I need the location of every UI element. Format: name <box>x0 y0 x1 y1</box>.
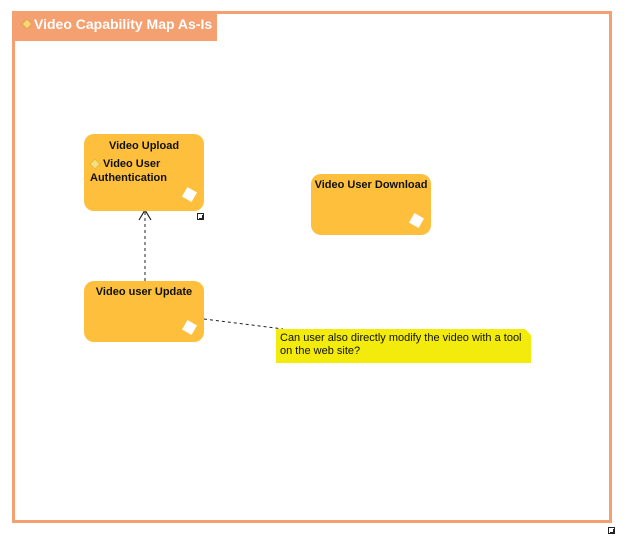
note-connector <box>203 318 284 330</box>
node-video-user-update[interactable]: Video user Update <box>84 281 204 342</box>
capability-icon <box>89 158 101 170</box>
node-title: Video User Download <box>314 179 428 191</box>
frame-title-tab[interactable] <box>12 11 217 41</box>
capability-diamond-icon <box>408 212 425 229</box>
node-subtitle: Video User Authentication <box>90 158 167 184</box>
resize-icon[interactable] <box>197 213 204 220</box>
resize-icon[interactable] <box>608 527 615 534</box>
capability-diamond-icon <box>181 319 198 336</box>
node-video-upload[interactable]: Video Upload Video User Authentication <box>84 134 204 211</box>
note-text: Can user also directly modify the video … <box>280 332 522 357</box>
capability-icon <box>21 18 33 30</box>
diagram-frame[interactable] <box>12 11 612 523</box>
node-title: Video Upload <box>108 140 180 152</box>
capability-diamond-icon <box>181 186 198 203</box>
node-title: Video user Update <box>95 286 193 298</box>
node-video-user-download[interactable]: Video User Download <box>311 174 431 235</box>
frame-title: Video Capability Map As-Is <box>34 16 213 32</box>
note-fold-corner <box>525 329 531 335</box>
comment-note[interactable]: Can user also directly modify the video … <box>276 329 531 363</box>
